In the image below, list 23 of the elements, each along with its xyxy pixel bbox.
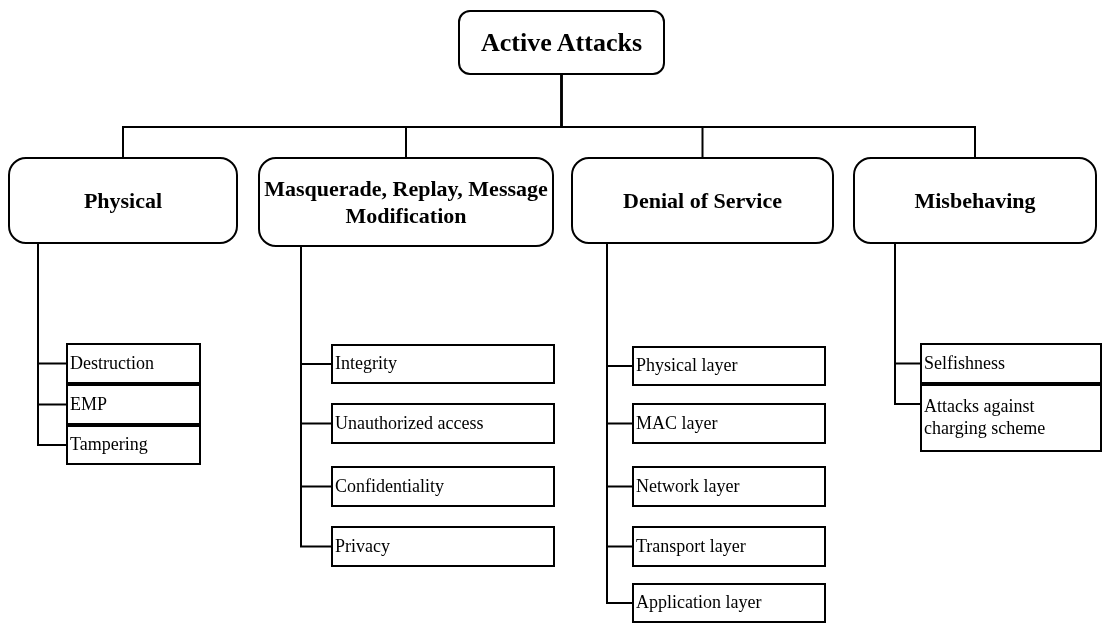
item-box: Unauthorized access [331, 403, 555, 444]
connector-line [560, 74, 976, 158]
item-box: EMP [66, 384, 201, 425]
item-box: Privacy [331, 526, 555, 567]
item-box: Destruction [66, 343, 201, 384]
category-box: Masquerade, Replay, Message Modification [258, 157, 554, 247]
item-box: Transport layer [632, 526, 826, 567]
connector-line [37, 243, 67, 446]
item-box: Selfishness [920, 343, 1102, 384]
category-box: Physical [8, 157, 238, 244]
item-box: Network layer [632, 466, 826, 507]
item-box: Physical layer [632, 346, 826, 386]
item-box: MAC layer [632, 403, 826, 444]
item-box: Confidentiality [331, 466, 555, 507]
category-box: Denial of Service [571, 157, 834, 244]
item-box: Tampering [66, 425, 201, 465]
root-box: Active Attacks [458, 10, 665, 75]
item-box: Application layer [632, 583, 826, 623]
connector-line [300, 246, 332, 548]
connector-line [894, 243, 921, 405]
item-box: Integrity [331, 344, 555, 384]
item-box: Attacks against charging scheme [920, 384, 1102, 452]
category-box: Misbehaving [853, 157, 1097, 244]
